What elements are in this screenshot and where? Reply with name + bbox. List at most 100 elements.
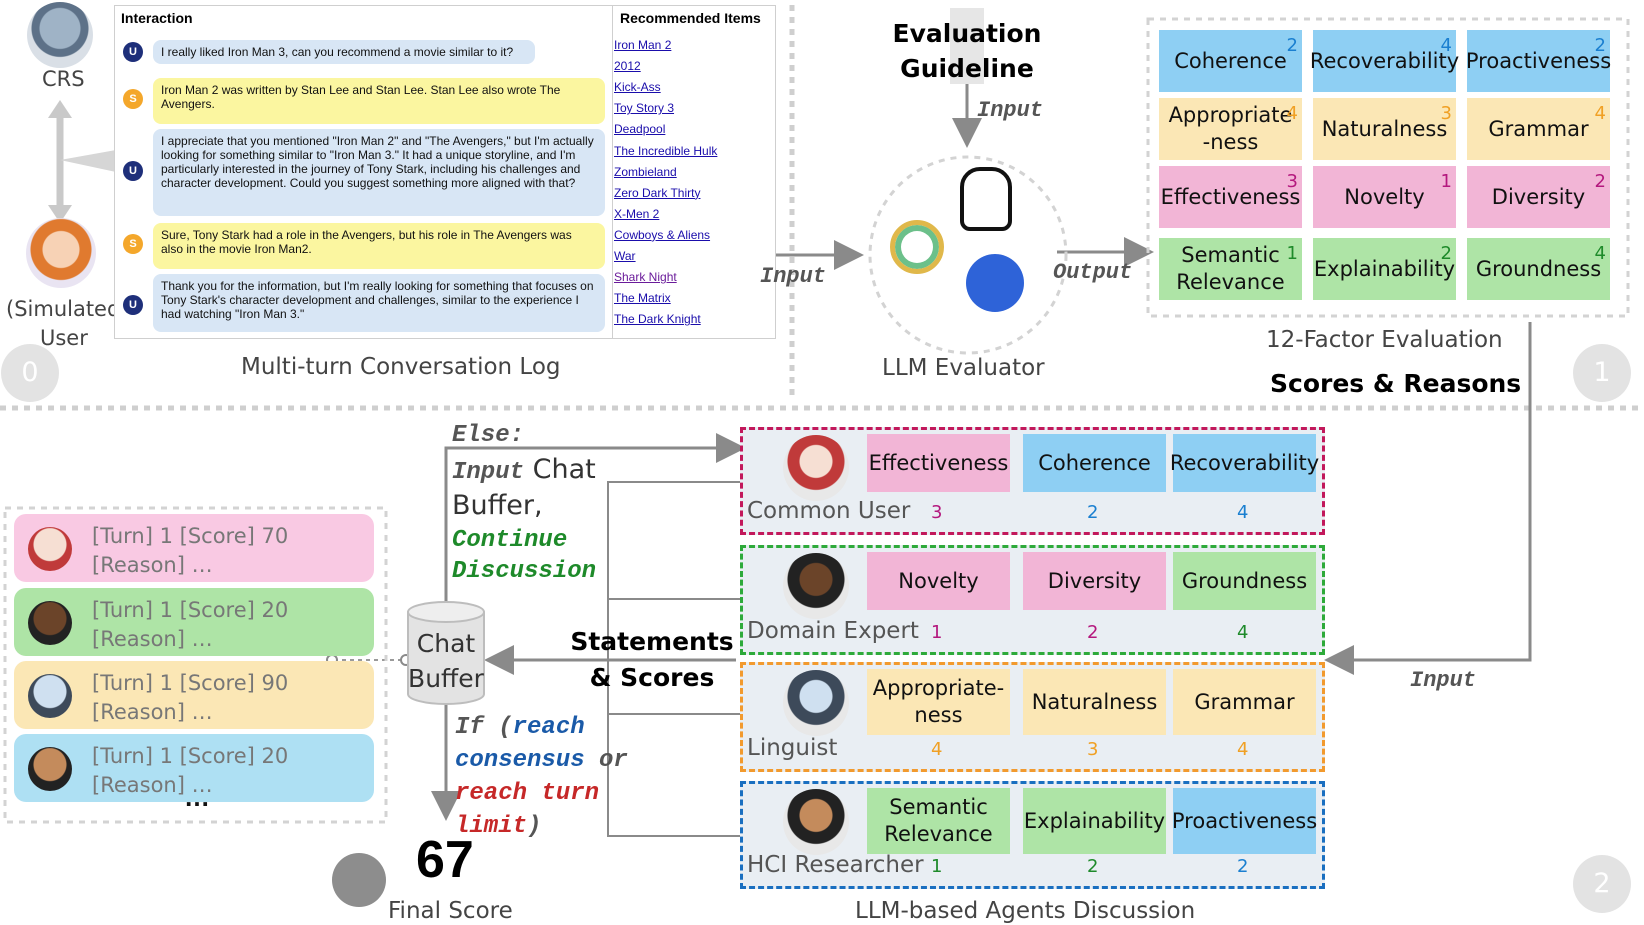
recommended-item-link[interactable]: Kick-Ass	[614, 80, 661, 95]
buffer-card: [Turn] 1 [Score] 20[Reason] …	[14, 734, 374, 802]
factor-score: 3	[1286, 171, 1298, 192]
consensus-label: consensus	[455, 747, 585, 774]
agent-factor-name: Groundness	[1181, 568, 1308, 593]
recommended-item-link[interactable]: The Matrix	[614, 291, 671, 306]
recommended-item-link[interactable]: War	[614, 249, 636, 263]
or-label: or	[584, 747, 628, 774]
step-1-badge: 1	[1573, 344, 1631, 402]
factor-name-line: -ness	[1202, 130, 1259, 154]
reach-label: reach	[512, 714, 585, 741]
recommended-item-link[interactable]: Shark Night	[614, 270, 677, 285]
agent-factor-name: Diversity	[1047, 568, 1142, 593]
message-bubble: Thank you for the information, but I'm r…	[153, 274, 605, 332]
column-divider	[612, 6, 613, 338]
agent-name: HCI Researcher	[747, 852, 924, 878]
agent-factor-score: 4	[1237, 739, 1249, 760]
factor-score: 4	[1594, 243, 1606, 264]
step-0-badge: 0	[1, 344, 59, 402]
agent-factor: Proactiveness	[1172, 788, 1317, 854]
final-score-caption: Final Score	[388, 898, 513, 924]
agent-factor: Novelty	[867, 552, 1010, 610]
if-label: If (	[455, 714, 513, 741]
agent-factor-score: 3	[1087, 739, 1099, 760]
agent-name: Domain Expert	[747, 618, 919, 644]
card-turn-score: [Turn] 1 [Score] 70	[92, 524, 289, 548]
agent-factor-line: Appropriate-	[872, 676, 1005, 700]
agent-factor: Grammar	[1173, 669, 1316, 735]
factor-score: 4	[1594, 103, 1606, 124]
input-label-left: Input	[760, 264, 827, 289]
input-label-right: Input	[1410, 668, 1477, 693]
recommended-item-link[interactable]: Cowboys & Aliens	[614, 227, 711, 242]
step-2-badge: 2	[1573, 855, 1631, 913]
card-turn-score: [Turn] 1 [Score] 90	[92, 671, 289, 695]
openai-icon	[890, 220, 944, 274]
factor-caption: 12-Factor Evaluation	[1266, 327, 1503, 353]
agent-factor-score: 4	[931, 739, 943, 760]
message-bubble: I appreciate that you mentioned "Iron Ma…	[153, 129, 605, 216]
recommended-item-link[interactable]: Zombieland	[614, 164, 677, 179]
document-icon	[950, 8, 984, 84]
recommended-item-link[interactable]: The Incredible Hulk	[614, 143, 718, 158]
agent-factor-line: Semantic	[889, 795, 988, 819]
elephant-icon	[966, 254, 1024, 312]
statements-label: Statements & Scores	[568, 624, 736, 696]
recommended-item-link[interactable]: Iron Man 2	[614, 38, 672, 52]
agent-factor-score: 2	[1087, 856, 1099, 877]
simulated-label: (Simulated)	[6, 297, 129, 321]
recommended-item-link[interactable]: Deadpool	[614, 122, 666, 137]
recommended-item-link[interactable]: The Dark Knight	[614, 312, 701, 327]
factor-name-line: Appropriate	[1168, 103, 1293, 127]
recommended-item-link[interactable]: Toy Story 3	[614, 101, 675, 116]
buffer-card: [Turn] 1 [Score] 20[Reason] …	[14, 588, 374, 656]
simulated-user-avatar	[26, 218, 96, 288]
card-turn-score: [Turn] 1 [Score] 20	[92, 744, 289, 768]
agent-factor-name: Effectiveness	[868, 450, 1009, 475]
factor-score: 1	[1286, 243, 1298, 264]
agent-factor: Groundness	[1173, 552, 1316, 610]
factor-score: 4	[1286, 103, 1298, 124]
message-bubble: Iron Man 2 was written by Stan Lee and S…	[153, 78, 605, 124]
factor-name: Novelty	[1344, 184, 1425, 209]
statements-line-1: Statements	[570, 627, 734, 656]
card-reason: [Reason] …	[92, 553, 213, 577]
agent-factor-name: Coherence	[1038, 450, 1151, 475]
recommended-item-link[interactable]: Zero Dark Thirty	[614, 185, 701, 200]
factor-name: Naturalness	[1321, 116, 1448, 141]
agent-factor-name: Appropriate-ness	[873, 675, 1004, 729]
agent-factor-line: Relevance	[884, 822, 993, 846]
factor-name-line: Relevance	[1176, 270, 1285, 294]
message-bubble: Sure, Tony Stark had a role in the Aveng…	[153, 223, 605, 269]
card-avatar	[28, 527, 72, 571]
cards-ellipsis: …	[184, 782, 210, 812]
guideline-line-2: Guideline	[900, 54, 1034, 83]
discussion-label: Discussion	[452, 558, 597, 585]
input-chat-line: Input Chat	[452, 454, 596, 486]
agent-factor: Recoverability	[1170, 434, 1319, 492]
agent-factor-score: 2	[1237, 856, 1249, 877]
card-reason: [Reason] …	[92, 627, 213, 651]
agent-factor-name: Explainability	[1023, 808, 1166, 833]
input-label-top: Input	[977, 98, 1044, 123]
agent-factor-score: 2	[1087, 502, 1099, 523]
agent-avatar	[783, 553, 849, 619]
recommended-item-link[interactable]: X-Men 2	[614, 206, 660, 221]
continue-label: Continue	[452, 527, 568, 554]
output-label: Output	[1053, 260, 1133, 285]
chat-buffer-line-1: Chat	[416, 629, 476, 658]
message-bubble: I really liked Iron Man 3, can you recom…	[153, 40, 535, 64]
factor-cell: Appropriate -ness 4	[1159, 98, 1302, 160]
chat-buffer: Chat Buffer	[404, 626, 488, 696]
llama-icon	[960, 167, 1012, 231]
user-badge: U	[123, 295, 143, 315]
recommended-item-link[interactable]: 2012	[614, 59, 641, 74]
factor-name: Diversity	[1491, 184, 1586, 209]
